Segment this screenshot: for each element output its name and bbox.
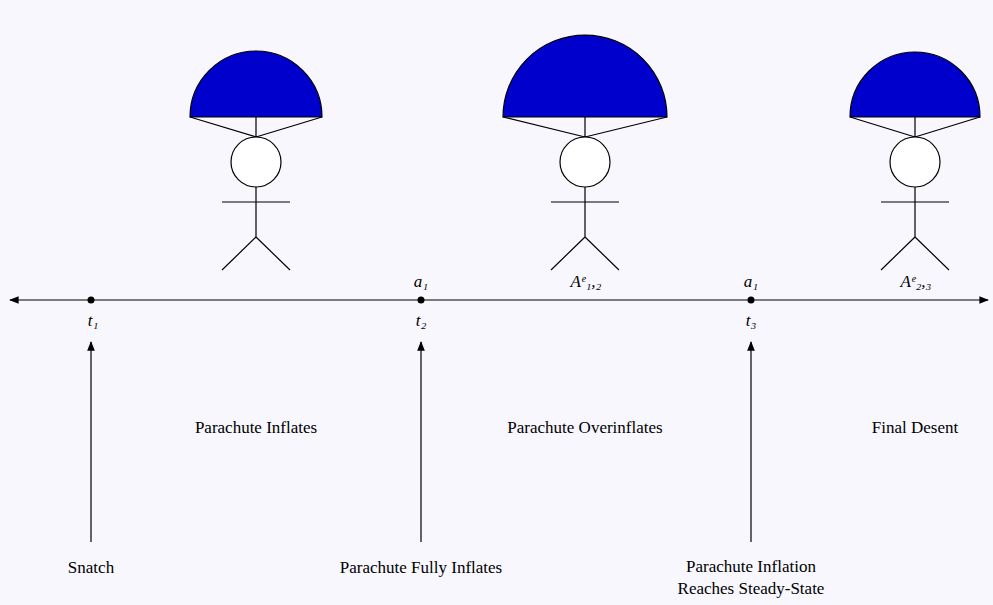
parameter-label: a₁ [744,271,758,293]
time-point [418,297,425,304]
pointer-arrow [420,342,421,542]
suspension-lines [503,117,667,137]
parachute-canopy [850,52,980,117]
parameter-label: Aᵉ₁,₂ [571,271,602,293]
parachute-canopy [503,35,667,117]
phase-label: Parachute Inflates [195,417,317,439]
time-label: t₁ [88,310,99,332]
person-body [551,187,619,270]
parameter-label: a₁ [414,271,428,293]
parachute-canopy [190,51,322,117]
phase-label: Parachute Overinflates [507,417,662,439]
time-label: t₂ [416,310,427,332]
event-label: Parachute Fully Inflates [340,557,502,579]
time-axis [10,299,988,300]
person-body [881,187,949,270]
parameter-label: Aᵉ₂,₃ [901,271,932,293]
parachutist-figure [190,51,322,270]
pointer-arrow [90,342,91,542]
person-head [560,137,610,187]
parachutist-figure [503,35,667,270]
person-head [890,137,940,187]
person-body [222,187,290,270]
person-head [231,137,281,187]
suspension-lines [190,117,322,137]
suspension-lines [850,117,980,137]
parachutist-figure [850,52,980,270]
time-point [748,297,755,304]
time-point [88,297,95,304]
event-label: Parachute Inflation Reaches Steady-State [669,556,834,600]
event-label: Snatch [68,557,114,579]
pointer-arrow [750,342,751,542]
phase-label: Final Desent [872,417,958,439]
time-label: t₃ [746,310,757,332]
